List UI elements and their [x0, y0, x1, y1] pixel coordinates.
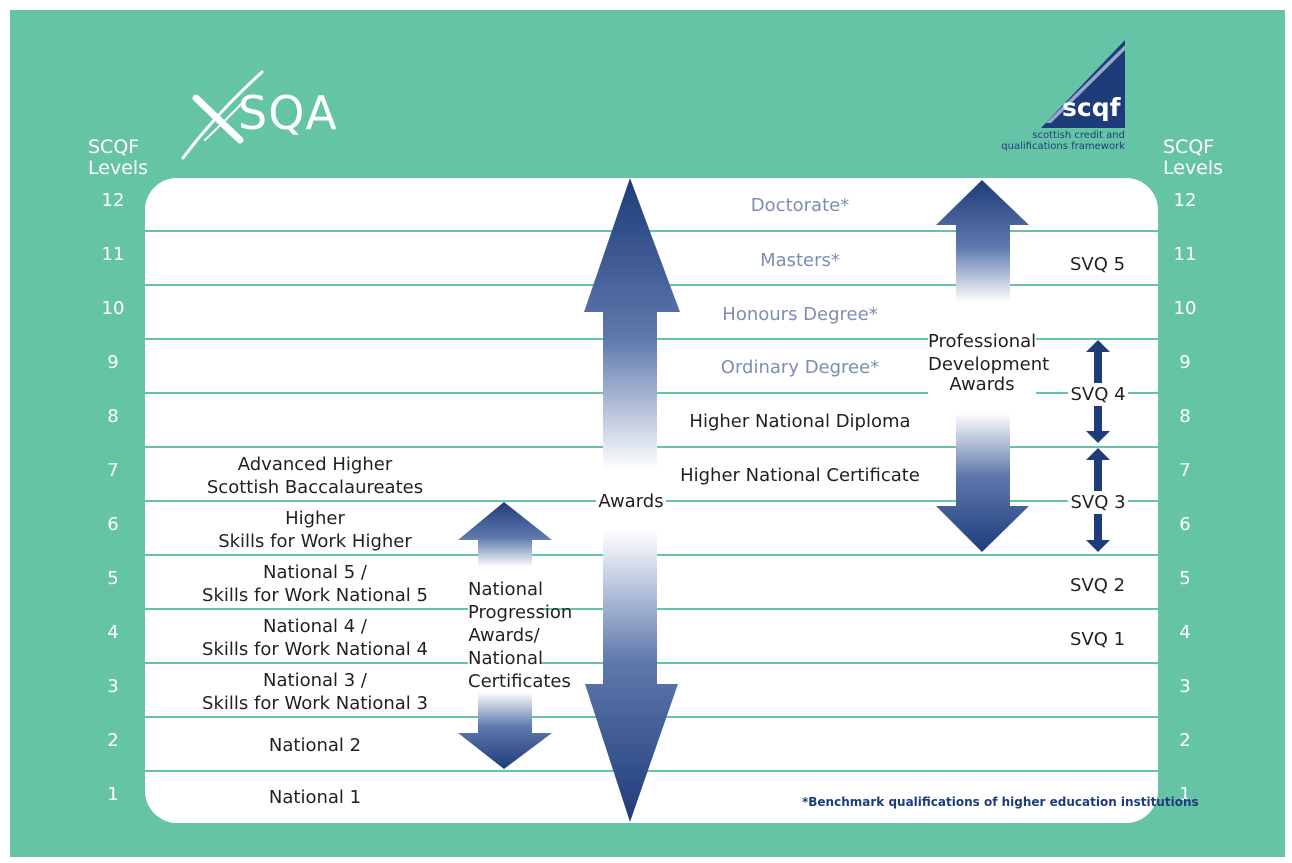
masters-label: Masters* [760, 250, 840, 271]
row-divider [145, 554, 1158, 556]
row-divider [145, 662, 1158, 664]
school-level-7: Advanced Higher Scottish Baccalaureates [190, 453, 440, 499]
npa-line3: Awards/ [468, 625, 540, 646]
row-divider [145, 230, 1158, 232]
ordinary-degree-label: Ordinary Degree* [720, 357, 880, 378]
row-divider [145, 284, 1158, 286]
school-level-5: National 5 / Skills for Work National 5 [190, 561, 440, 607]
right-levels-heading-line2: Levels [1163, 157, 1224, 179]
svq5-label: SVQ 5 [1069, 254, 1126, 275]
left-level-9: 9 [107, 352, 119, 373]
doctorate-label: Doctorate* [750, 195, 850, 216]
left-levels-heading: SCQF Levels [88, 137, 148, 179]
skills-for-work-higher-label: Skills for Work Higher [218, 531, 412, 552]
npa-line4: National [468, 648, 544, 669]
skills-for-work-national-4-label: Skills for Work National 4 [202, 639, 428, 660]
national-1-label: National 1 [268, 787, 362, 808]
left-levels-heading-line2: Levels [88, 157, 149, 179]
npa-line1: National [468, 579, 544, 600]
npa-line5: Certificates [468, 671, 571, 692]
left-level-5: 5 [107, 568, 119, 589]
svq3-label: SVQ 3 [1068, 491, 1128, 514]
higher-label: Higher [285, 508, 345, 529]
left-level-8: 8 [107, 406, 119, 427]
npa-label: National Progression Awards/ National Ce… [468, 578, 573, 693]
left-level-6: 6 [107, 514, 119, 535]
right-level-12: 12 [1173, 190, 1197, 211]
awards-label: Awards [596, 490, 666, 513]
row-divider [145, 608, 1158, 610]
row-divider [145, 770, 1158, 772]
national-2-label: National 2 [268, 735, 362, 756]
scottish-baccalaureates-label: Scottish Baccalaureates [206, 477, 424, 498]
svq1-label: SVQ 1 [1069, 629, 1126, 650]
right-levels-heading-line1: SCQF [1163, 136, 1215, 158]
left-level-1: 1 [107, 784, 119, 805]
right-level-8: 8 [1179, 406, 1191, 427]
right-level-1: 1 [1179, 784, 1191, 805]
left-level-12: 12 [101, 190, 125, 211]
right-level-7: 7 [1179, 460, 1191, 481]
national-5-label: National 5 / [263, 562, 367, 583]
pda-line2: Development [928, 354, 1050, 375]
left-level-11: 11 [101, 244, 125, 265]
hnd-label: Higher National Diploma [689, 411, 911, 432]
right-level-11: 11 [1173, 244, 1197, 265]
hnc-label: Higher National Certificate [680, 465, 920, 486]
pda-line1: Professional [928, 331, 1037, 352]
national-4-label: National 4 / [263, 616, 367, 637]
svq4-label: SVQ 4 [1068, 383, 1128, 406]
sqa-logo-text: SQA [238, 86, 338, 140]
npa-line2: Progression [468, 602, 573, 623]
svq2-label: SVQ 2 [1069, 575, 1126, 596]
school-level-4: National 4 / Skills for Work National 4 [190, 615, 440, 661]
left-level-7: 7 [107, 460, 119, 481]
national-3-label: National 3 / [263, 670, 367, 691]
honours-degree-label: Honours Degree* [722, 304, 878, 325]
school-level-6: Higher Skills for Work Higher [190, 507, 440, 553]
left-level-3: 3 [107, 676, 119, 697]
scqf-tagline: scottish credit and qualifications frame… [985, 130, 1125, 152]
scqf-logo-text: scqf [1062, 93, 1121, 122]
scqf-tagline-line2: qualifications framework [1001, 141, 1125, 152]
left-level-10: 10 [101, 298, 125, 319]
right-level-5: 5 [1179, 568, 1191, 589]
right-level-10: 10 [1173, 298, 1197, 319]
scqf-tagline-line1: scottish credit and [1032, 130, 1125, 141]
school-level-3: National 3 / Skills for Work National 3 [190, 669, 440, 715]
pda-label: Professional Development Awards [928, 330, 1050, 395]
right-level-3: 3 [1179, 676, 1191, 697]
right-level-4: 4 [1179, 622, 1191, 643]
right-level-6: 6 [1179, 514, 1191, 535]
left-level-4: 4 [107, 622, 119, 643]
right-level-9: 9 [1179, 352, 1191, 373]
right-level-2: 2 [1179, 730, 1191, 751]
row-divider [145, 716, 1158, 718]
skills-for-work-national-3-label: Skills for Work National 3 [202, 693, 428, 714]
pda-line3: Awards [949, 374, 1015, 395]
advanced-higher-label: Advanced Higher [237, 454, 393, 475]
benchmark-footnote: *Benchmark qualifications of higher educ… [802, 795, 1199, 809]
left-levels-heading-line1: SCQF [88, 136, 140, 158]
right-levels-heading: SCQF Levels [1163, 137, 1223, 179]
left-level-2: 2 [107, 730, 119, 751]
skills-for-work-national-5-label: Skills for Work National 5 [202, 585, 428, 606]
row-divider [145, 446, 1158, 448]
